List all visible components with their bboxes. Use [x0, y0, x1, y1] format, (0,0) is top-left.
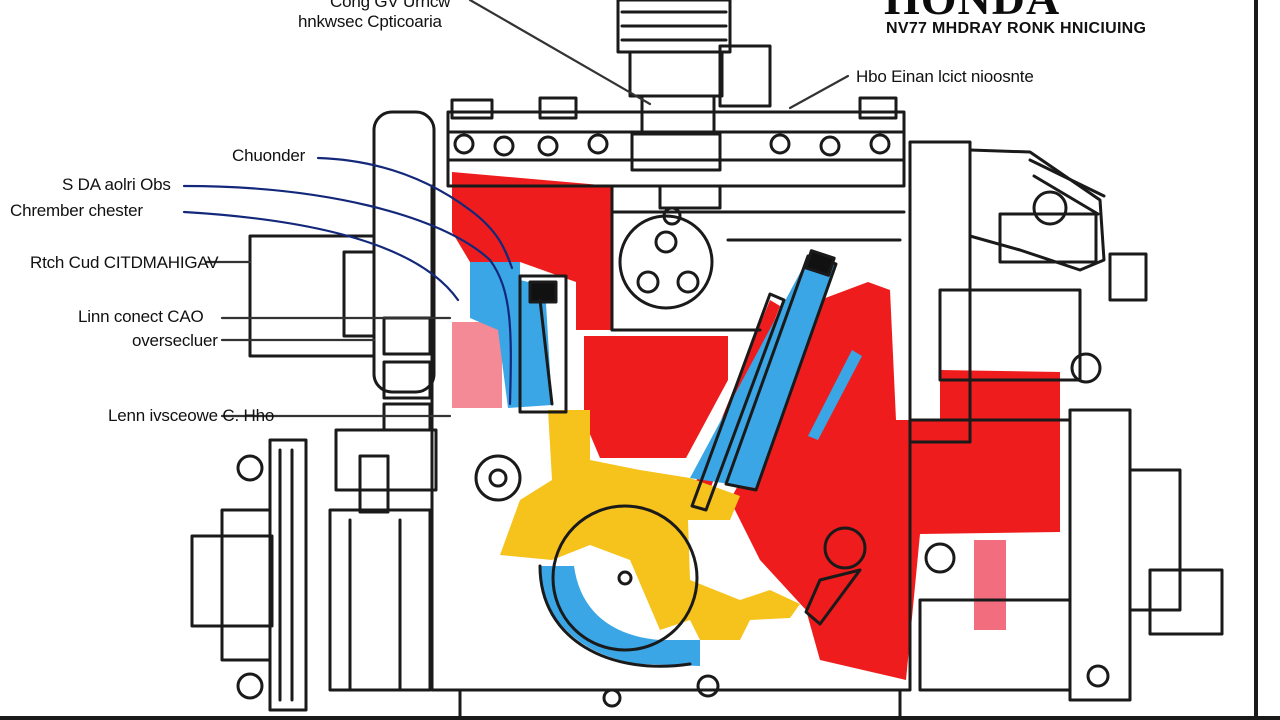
label-link-connect: Linn conect CAO: [78, 307, 204, 326]
pink-patch-left: [452, 322, 502, 408]
label-rich-cud: Rtch Cud CITDMAHIGAV: [30, 253, 219, 272]
leader-chuonder: [316, 156, 514, 270]
blue-small-rod: [808, 350, 862, 440]
leader-right-top: [788, 74, 850, 110]
diagram-subtitle: NV77 MHDRAY RONK HNICIUING: [886, 20, 1147, 37]
red-chamber-left: [452, 172, 612, 330]
label-top-line-2: hnkwsec Cpticoaria: [298, 12, 442, 31]
red-chamber-center: [584, 336, 728, 458]
label-chuonder: Chuonder: [232, 146, 306, 165]
leader-lines: [182, 0, 850, 418]
brand-logo-text: HONDA: [884, 0, 1060, 25]
crankshaft: [551, 504, 699, 652]
leader-s-line: [182, 184, 512, 406]
label-right-top: Hbo Einan lcict nioosnte: [856, 67, 1034, 86]
label-s-line: S DA aolri Obs: [62, 175, 171, 194]
cylinder-head: [446, 110, 906, 188]
frame-bottom-edge: [0, 716, 1280, 720]
label-chamber-chester: Chrember chester: [10, 201, 143, 220]
label-oversecluer: oversecluer: [132, 331, 218, 350]
cam-gear: [618, 214, 714, 310]
leader-chamber-chester: [182, 210, 460, 302]
leader-top: [468, 0, 652, 106]
pink-patch-right: [974, 540, 1006, 630]
blue-rod-right: [690, 258, 836, 488]
frame-right-edge: [1254, 0, 1258, 720]
label-leam: Lenn ivsceowe C. Hho: [108, 406, 275, 425]
label-top-line-1: Cong GV Urhcw: [330, 0, 451, 11]
yellow-crank: [500, 410, 800, 640]
engine-outline: [190, 0, 1224, 718]
